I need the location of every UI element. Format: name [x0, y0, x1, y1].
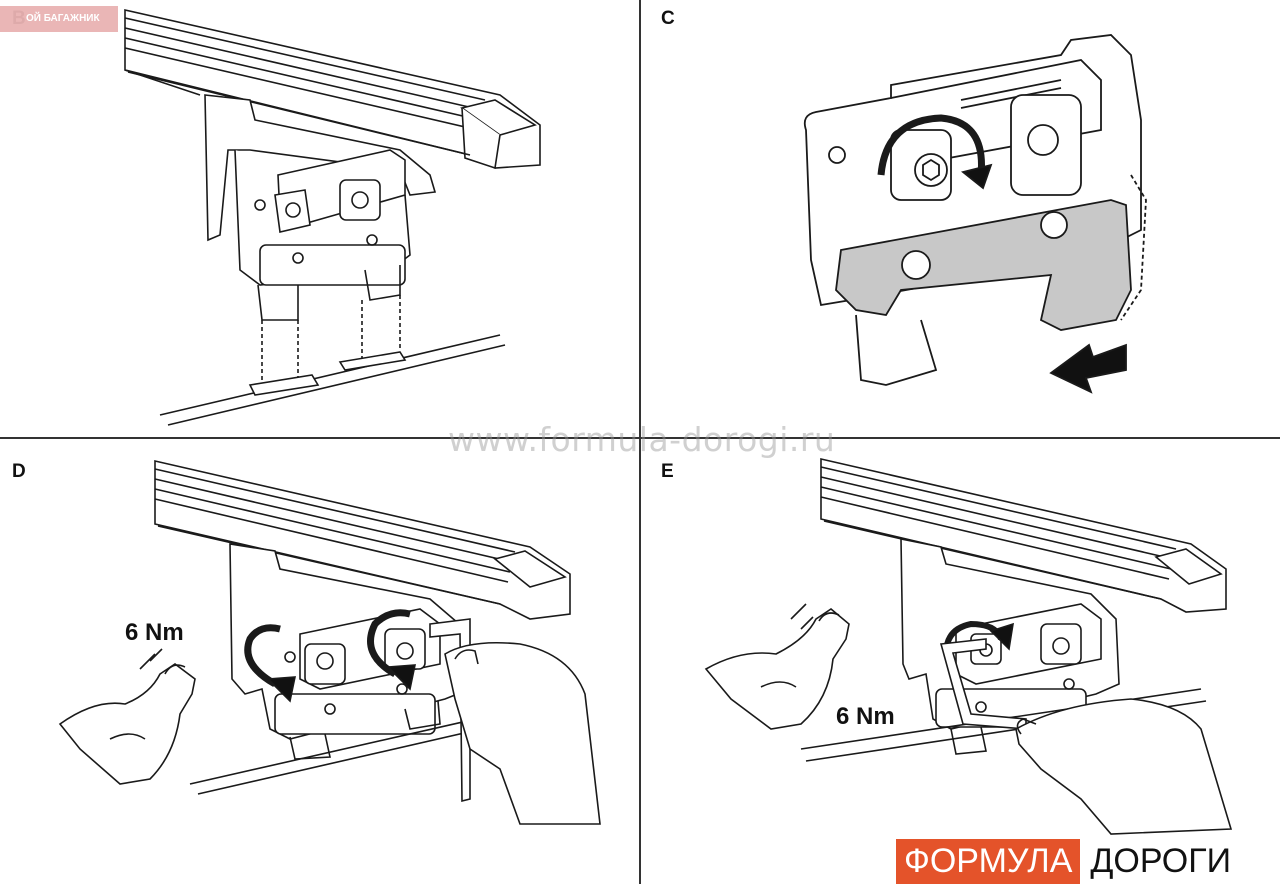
watermark-top: ОЙ БАГАЖНИК: [0, 6, 118, 32]
vertical-divider: [639, 0, 641, 884]
watermark-url: www.formula-dorogi.ru: [448, 420, 836, 459]
panel-e-illustration: [704, 457, 1233, 835]
panel-b: B: [0, 0, 640, 437]
panel-e-label: E: [661, 461, 674, 482]
panel-c: C: [641, 0, 1280, 437]
torque-label-d: 6 Nm: [125, 619, 184, 646]
panel-d-label: D: [12, 461, 26, 482]
panel-d: D 6 Nm: [0, 439, 640, 884]
logo-white-text: ДОРОГИ: [1080, 839, 1238, 884]
panel-b-illustration: [124, 8, 541, 426]
panel-d-illustration: [58, 459, 601, 825]
logo-red-text: ФОРМУЛА: [896, 839, 1081, 884]
panel-e: E 6 Nm: [641, 439, 1280, 884]
formula-dorogi-logo: ФОРМУЛА ДОРОГИ: [896, 839, 1238, 884]
horizontal-divider: [0, 437, 1280, 439]
panel-c-illustration: [803, 34, 1147, 394]
torque-label-e: 6 Nm: [836, 703, 895, 730]
panel-c-label: C: [661, 8, 675, 29]
